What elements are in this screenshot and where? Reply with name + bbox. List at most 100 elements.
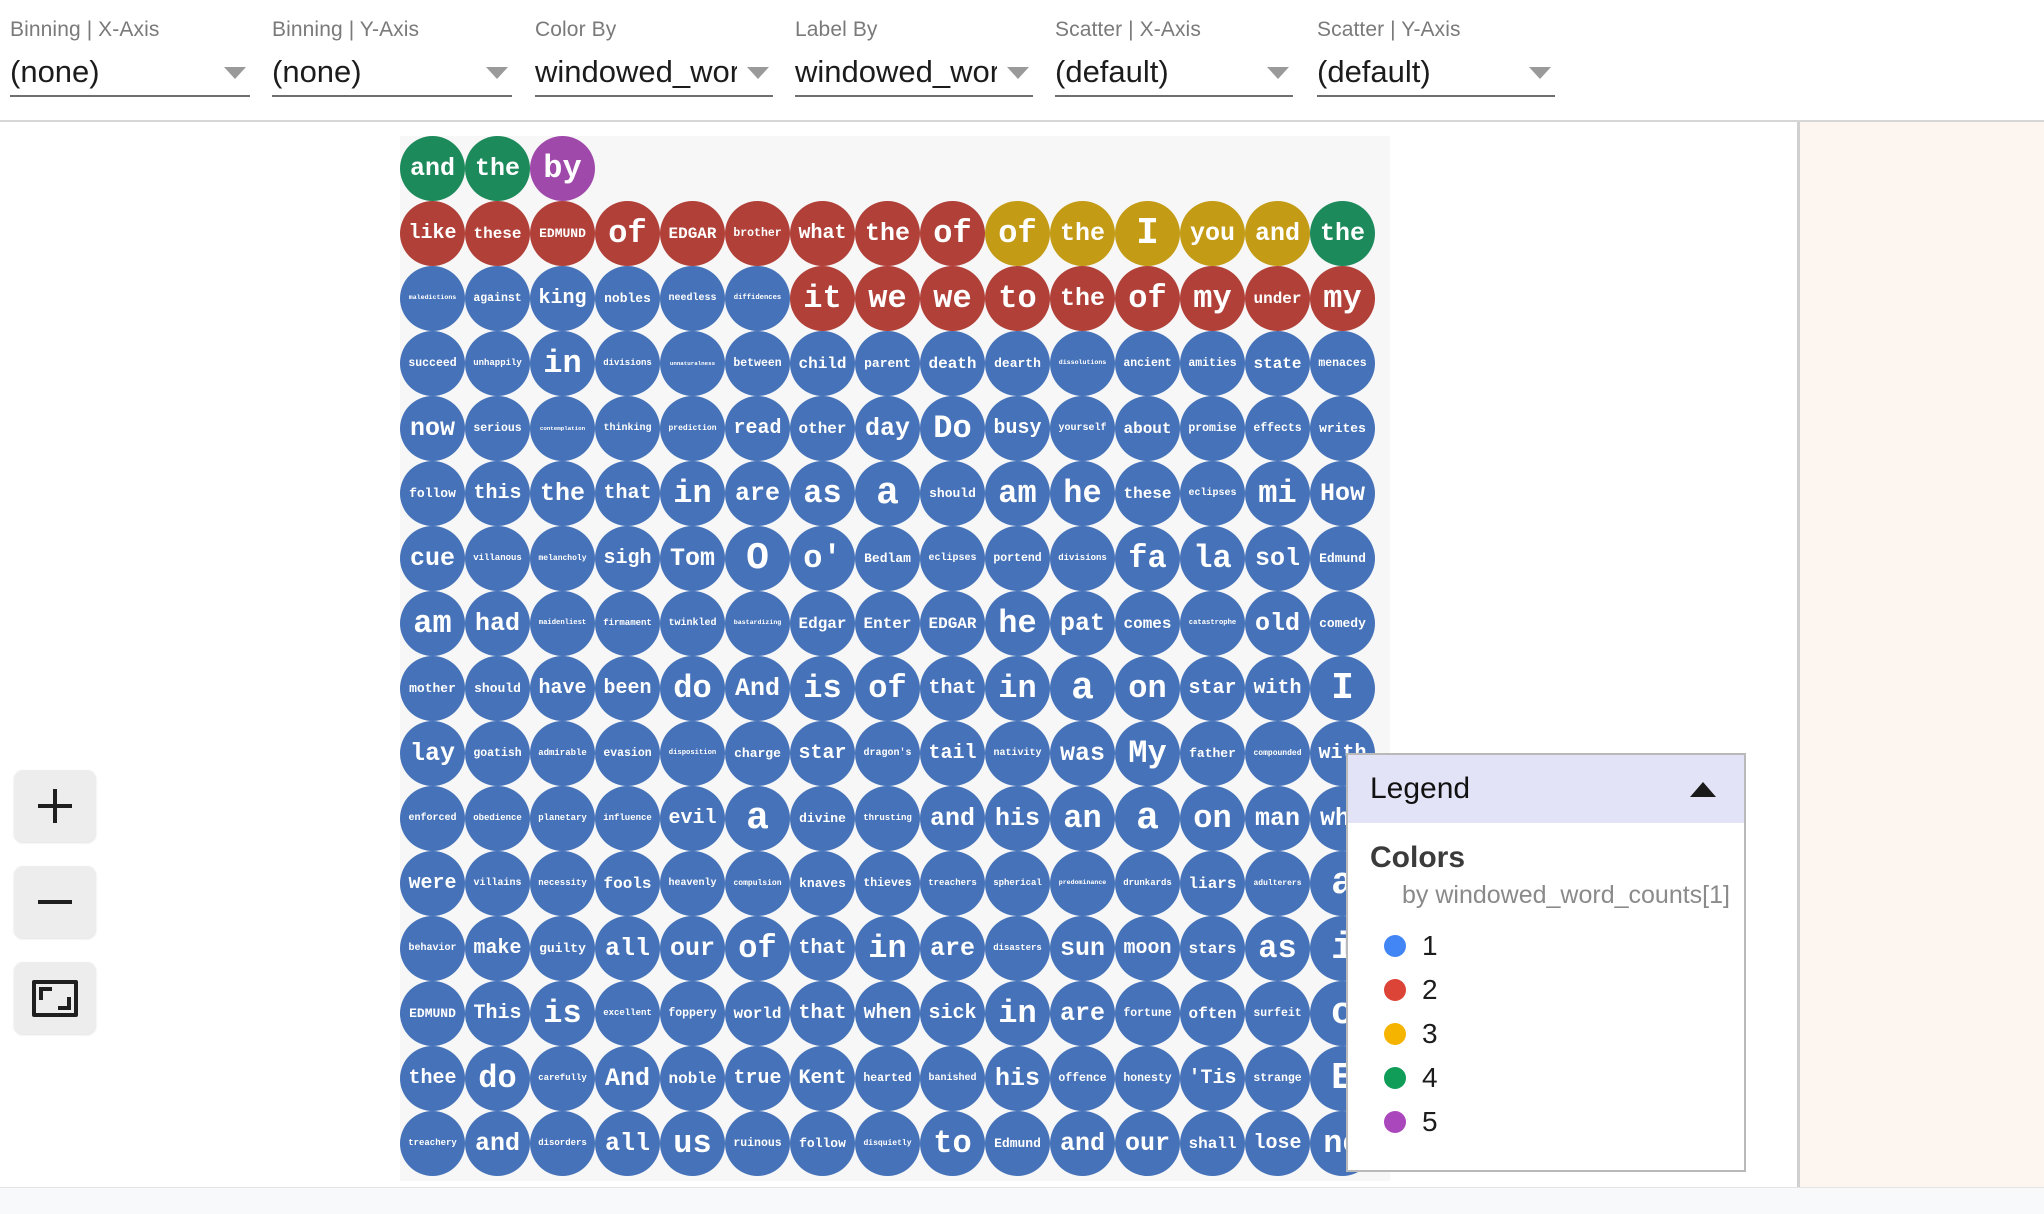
bubble-point[interactable]: charge bbox=[725, 721, 790, 786]
bubble-point[interactable]: we bbox=[920, 266, 985, 331]
bubble-point[interactable]: villanous bbox=[465, 526, 530, 591]
bubble-point[interactable]: of bbox=[595, 201, 660, 266]
zoom-in-button[interactable] bbox=[14, 770, 96, 842]
bubble-point[interactable]: lose bbox=[1245, 1111, 1310, 1176]
bubble-point[interactable]: predominance bbox=[1050, 851, 1115, 916]
chevron-down-icon[interactable] bbox=[486, 67, 508, 79]
bubble-point[interactable]: 'Tis bbox=[1180, 1046, 1245, 1111]
bubble-point[interactable]: been bbox=[595, 656, 660, 721]
bubble-point[interactable]: villains bbox=[465, 851, 530, 916]
bubble-point[interactable]: man bbox=[1245, 786, 1310, 851]
bubble-point[interactable]: what bbox=[790, 201, 855, 266]
bubble-point[interactable]: should bbox=[920, 461, 985, 526]
bubble-point[interactable]: lay bbox=[400, 721, 465, 786]
bubble-point[interactable]: now bbox=[400, 396, 465, 461]
bubble-point[interactable]: the bbox=[1050, 266, 1115, 331]
bubble-point[interactable]: that bbox=[920, 656, 985, 721]
bubble-point[interactable]: EDGAR bbox=[660, 201, 725, 266]
bubble-point[interactable]: evasion bbox=[595, 721, 660, 786]
bubble-point[interactable]: tail bbox=[920, 721, 985, 786]
bubble-point[interactable]: goatish bbox=[465, 721, 530, 786]
bubble-point[interactable]: offence bbox=[1050, 1046, 1115, 1111]
bubble-point[interactable]: foppery bbox=[660, 981, 725, 1046]
bubble-point[interactable]: fa bbox=[1115, 526, 1180, 591]
bubble-point[interactable]: the bbox=[465, 136, 530, 201]
bubble-point[interactable]: sun bbox=[1050, 916, 1115, 981]
bubble-point[interactable]: excellent bbox=[595, 981, 660, 1046]
binning-x-axis-select[interactable]: (none) bbox=[10, 53, 250, 97]
bubble-point[interactable]: nativity bbox=[985, 721, 1050, 786]
bubble-point[interactable]: And bbox=[595, 1046, 660, 1111]
bubble-point[interactable]: other bbox=[790, 396, 855, 461]
bubble-point[interactable]: my bbox=[1180, 266, 1245, 331]
bubble-point[interactable]: an bbox=[1050, 786, 1115, 851]
bubble-point[interactable]: guilty bbox=[530, 916, 595, 981]
legend-item[interactable]: 5 bbox=[1370, 1100, 1722, 1144]
bubble-point[interactable]: a bbox=[1115, 786, 1180, 851]
bubble-point[interactable]: follow bbox=[400, 461, 465, 526]
bubble-point[interactable]: disquietly bbox=[855, 1111, 920, 1176]
bubble-point[interactable]: sick bbox=[920, 981, 985, 1046]
chevron-down-icon[interactable] bbox=[747, 67, 769, 79]
bubble-point[interactable]: treachery bbox=[400, 1111, 465, 1176]
bubble-point[interactable]: state bbox=[1245, 331, 1310, 396]
bubble-point[interactable]: dissolutions bbox=[1050, 331, 1115, 396]
bubble-point[interactable]: honesty bbox=[1115, 1046, 1180, 1111]
bubble-point[interactable]: a bbox=[725, 786, 790, 851]
bubble-point[interactable]: true bbox=[725, 1046, 790, 1111]
bubble-point[interactable]: eclipses bbox=[920, 526, 985, 591]
bubble-point[interactable]: star bbox=[790, 721, 855, 786]
bubble-point[interactable]: busy bbox=[985, 396, 1050, 461]
bubble-point[interactable]: a bbox=[1050, 656, 1115, 721]
bubble-point[interactable]: Bedlam bbox=[855, 526, 920, 591]
bubble-point[interactable]: it bbox=[790, 266, 855, 331]
bubble-point[interactable]: obedience bbox=[465, 786, 530, 851]
bubble-point[interactable]: of bbox=[725, 916, 790, 981]
bubble-point[interactable]: mi bbox=[1245, 461, 1310, 526]
bubble-point[interactable]: in bbox=[855, 916, 920, 981]
bubble-point[interactable]: by bbox=[530, 136, 595, 201]
bubble-point[interactable]: bastardizing bbox=[725, 591, 790, 656]
bubble-point[interactable]: of bbox=[1115, 266, 1180, 331]
bubble-point[interactable]: And bbox=[725, 656, 790, 721]
bubble-point[interactable]: are bbox=[725, 461, 790, 526]
bubble-point[interactable]: succeed bbox=[400, 331, 465, 396]
bubble-point[interactable]: us bbox=[660, 1111, 725, 1176]
bubble-point[interactable]: day bbox=[855, 396, 920, 461]
bubble-point[interactable]: divine bbox=[790, 786, 855, 851]
bubble-point[interactable]: My bbox=[1115, 721, 1180, 786]
bubble-point[interactable]: Edgar bbox=[790, 591, 855, 656]
bubble-point[interactable]: dearth bbox=[985, 331, 1050, 396]
bubble-point[interactable]: contemplation bbox=[530, 396, 595, 461]
legend-item[interactable]: 1 bbox=[1370, 924, 1722, 968]
bubble-point[interactable]: is bbox=[790, 656, 855, 721]
bubble-point[interactable]: read bbox=[725, 396, 790, 461]
bubble-point[interactable]: sol bbox=[1245, 526, 1310, 591]
bubble-point[interactable]: cue bbox=[400, 526, 465, 591]
legend-item[interactable]: 3 bbox=[1370, 1012, 1722, 1056]
bubble-point[interactable]: Tom bbox=[660, 526, 725, 591]
bubble-point[interactable]: are bbox=[1050, 981, 1115, 1046]
bubble-point[interactable]: mother bbox=[400, 656, 465, 721]
bubble-point[interactable]: a bbox=[855, 461, 920, 526]
bubble-point[interactable]: EDMUND bbox=[530, 201, 595, 266]
bubble-point[interactable]: amities bbox=[1180, 331, 1245, 396]
bubble-point[interactable]: father bbox=[1180, 721, 1245, 786]
bubble-point[interactable]: as bbox=[1245, 916, 1310, 981]
bubble-point[interactable]: disposition bbox=[660, 721, 725, 786]
bubble-point[interactable]: am bbox=[400, 591, 465, 656]
bubble-point[interactable]: catastrophe bbox=[1180, 591, 1245, 656]
bubble-point[interactable]: divisions bbox=[1050, 526, 1115, 591]
bubble-point[interactable]: am bbox=[985, 461, 1050, 526]
bubble-point[interactable]: child bbox=[790, 331, 855, 396]
bubble-point[interactable]: serious bbox=[465, 396, 530, 461]
bubble-point[interactable]: all bbox=[595, 1111, 660, 1176]
bubble-point[interactable]: treachers bbox=[920, 851, 985, 916]
bubble-point[interactable]: often bbox=[1180, 981, 1245, 1046]
bubble-point[interactable]: and bbox=[1050, 1111, 1115, 1176]
bubble-point[interactable]: pat bbox=[1050, 591, 1115, 656]
bubble-point[interactable]: prediction bbox=[660, 396, 725, 461]
bubble-point[interactable]: fools bbox=[595, 851, 660, 916]
bubble-point[interactable]: thinking bbox=[595, 396, 660, 461]
